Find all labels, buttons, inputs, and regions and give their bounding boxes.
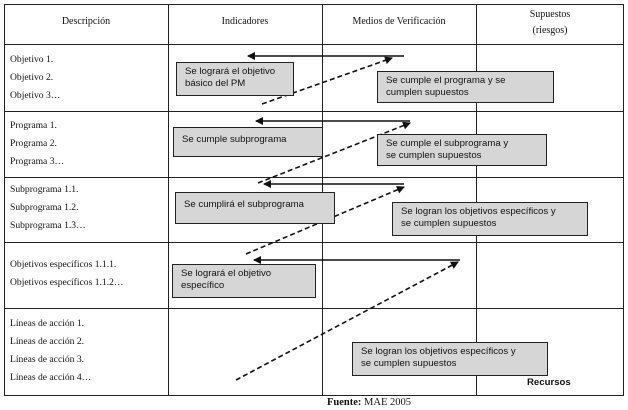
box-line: Se cumplirá el subprograma [184,199,304,210]
row-item: Objetivos específicos 1.1.1. [10,259,117,270]
supuesto-programa-box: Se cumple el programa y se cumplen supue… [377,71,554,103]
supuesto-objetivos-especificos-box: Se logran los objetivos específicos y se… [392,202,588,236]
header-medios-verificacion: Medios de Verificación [352,16,446,27]
dashed-arrow [245,186,405,255]
box-line: cumplen supuestos [386,87,469,98]
dashed-arrow [261,56,393,105]
indicador-subprograma-box: Se cumple subprograma [173,127,323,157]
box-line: se cumplen supuestos [401,218,497,229]
box-line: Se cumple el programa y se [386,75,506,86]
row-item: Líneas de acción 1. [10,318,85,329]
box-line: Se logrará el objetivo [181,268,272,279]
box-line: Se logran los objetivos específicos y [401,206,556,217]
recursos-label: Recursos [527,377,571,388]
row-item: Subprograma 1.1. [10,184,79,195]
header-indicadores: Indicadores [221,16,269,27]
header-descripcion: Descripción [61,16,111,27]
row-item: Líneas de acción 4… [10,372,92,383]
dashed-arrow [257,121,411,184]
row-item: Objetivos específicos 1.1.2… [10,277,124,288]
box-line: se cumplen supuestos [386,150,482,161]
dashed-arrow [235,261,459,381]
header-supuestos: Supuestos [529,9,571,20]
row-item: Líneas de acción 3. [10,354,85,365]
source-caption: Fuente: MAE 2005 [327,397,411,408]
box-line: Se logrará el objetivo [185,66,276,77]
indicador-cumplira-subprograma-box: Se cumplirá el subprograma [175,192,335,224]
supuesto-lineas-accion-box: Se logran los objetivos específicos y se… [352,342,548,376]
box-line: básico del PM [185,78,246,89]
indicador-objetivo-basico-box: Se logrará el objetivo básico del PM [176,62,294,96]
indicador-objetivo-especifico-box: Se logrará el objetivo específico [172,264,316,298]
row-item: Programa 2. [10,138,57,149]
row-item: Subprograma 1.3… [10,220,86,231]
box-line: Se cumple el subprograma y [386,138,509,149]
row-item: Programa 3… [10,156,65,167]
row-item: Objetivo 1. [10,54,54,65]
caption-label: Fuente: [327,397,362,408]
box-line: específico [181,280,225,291]
row-item: Subprograma 1.2. [10,202,79,213]
row-item: Líneas de acción 2. [10,336,85,347]
row-item: Objetivo 3… [10,90,61,101]
box-line: se cumplen supuestos [361,358,457,369]
box-line: Se logran los objetivos específicos y [361,346,516,357]
box-line: Se cumple subprograma [182,134,287,145]
row-item: Objetivo 2. [10,72,54,83]
supuesto-subprograma-box: Se cumple el subprograma y se cumplen su… [377,134,547,166]
caption-text: MAE 2005 [364,397,412,408]
row-item: Programa 1. [10,120,57,131]
header-riesgos: (riesgos) [532,25,568,36]
